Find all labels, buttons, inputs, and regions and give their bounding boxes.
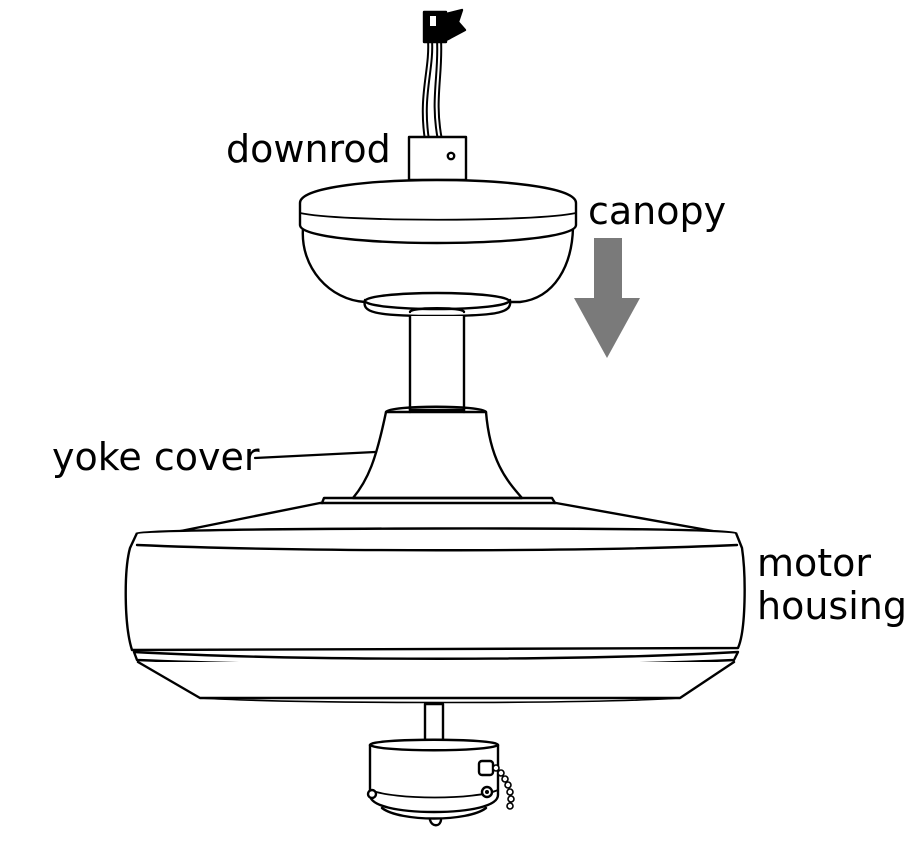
arrow-down-icon — [574, 238, 640, 358]
yoke-cover-label: yoke cover — [52, 435, 260, 479]
canopy-label: canopy — [588, 189, 727, 233]
pull-chain — [493, 765, 514, 809]
motor-housing-label-line1: motor — [757, 541, 872, 585]
downrod-label: downrod — [226, 127, 391, 171]
motor-housing-label-line2: housing — [757, 584, 907, 628]
wires — [425, 40, 440, 140]
yoke-cover — [353, 407, 522, 498]
downrod-collar — [409, 137, 466, 180]
motor-housing-label: motor housing — [757, 542, 907, 628]
downrod-pipe — [410, 308, 464, 410]
canopy — [300, 180, 576, 316]
yoke-cover-leader-line — [255, 452, 375, 458]
wire-connector — [424, 10, 465, 42]
switch-housing — [368, 740, 498, 826]
motor-housing — [126, 528, 745, 702]
switch-stem — [425, 704, 443, 740]
